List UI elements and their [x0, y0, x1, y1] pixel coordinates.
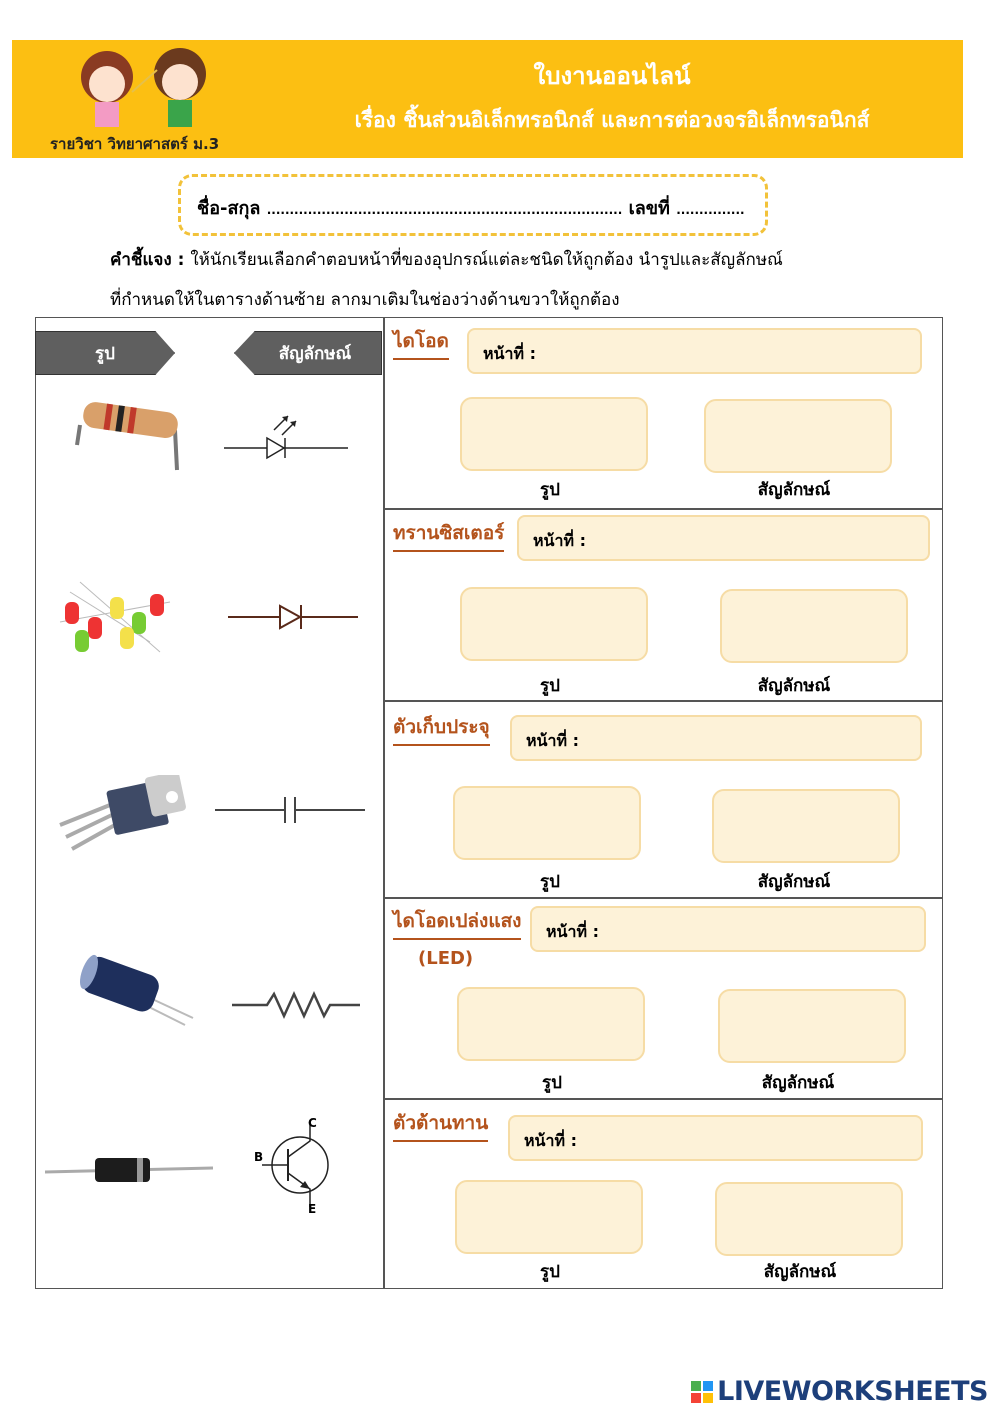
name-box: ชื่อ-สกุล ..............................… — [178, 174, 768, 236]
liveworksheets-logo: LIVEWORKSHEETS — [691, 1376, 988, 1407]
row-divider — [384, 1098, 943, 1100]
worksheet-table — [35, 317, 943, 1289]
picture-dropzone-transistor[interactable] — [460, 587, 648, 661]
picture-label: รูป — [542, 1073, 562, 1093]
section-title-diode: ไดโอด — [393, 326, 449, 360]
picture-label: รูป — [540, 480, 560, 500]
number-field[interactable]: ............... — [676, 203, 745, 217]
picture-label: รูป — [540, 1262, 560, 1282]
emitter-label: E — [308, 1202, 316, 1216]
symbol-label: สัญลักษณ์ — [757, 480, 831, 500]
symbol-dropzone-capacitor[interactable] — [712, 789, 900, 863]
header-banner: รายวิชา วิทยาศาสตร์ ม.3 ใบงานออนไลน์ เรื… — [12, 40, 963, 158]
row-divider — [384, 508, 943, 510]
subject-label: รายวิชา วิทยาศาสตร์ ม.3 — [50, 135, 220, 153]
capacitor-symbol[interactable] — [215, 795, 365, 825]
instructions-heading: คำชี้แจง : — [110, 250, 185, 270]
diode-symbol[interactable] — [228, 600, 358, 634]
symbol-dropzone-transistor[interactable] — [720, 589, 908, 663]
number-label: เลขที่ — [628, 198, 670, 219]
symbol-dropzone-diode[interactable] — [704, 399, 892, 473]
instructions-line-1: คำชี้แจง : ให้นักเรียนเลือกคำตอบหน้าที่ข… — [110, 246, 783, 273]
picture-label: รูป — [540, 676, 560, 696]
instructions-line-2: ที่กำหนดให้ในตารางด้านซ้าย ลากมาเติมในช่… — [110, 290, 620, 310]
led-photo[interactable] — [50, 572, 180, 662]
section-title-led: ไดโอดเปล่งแสง — [393, 906, 522, 940]
picture-dropzone-resistor[interactable] — [455, 1180, 643, 1254]
duty-field-transistor[interactable]: หน้าที่ : — [517, 515, 930, 561]
led-symbol[interactable] — [222, 408, 350, 463]
transistor-symbol[interactable]: C B E — [250, 1113, 340, 1218]
duty-field-diode[interactable]: หน้าที่ : — [467, 328, 922, 374]
section-title-transistor: ทรานซิสเตอร์ — [393, 518, 505, 552]
duty-field-resistor[interactable]: หน้าที่ : — [508, 1115, 923, 1161]
picture-dropzone-diode[interactable] — [460, 397, 648, 471]
symbol-dropzone-resistor[interactable] — [715, 1182, 903, 1256]
diode-photo[interactable] — [45, 1150, 213, 1190]
duty-field-capacitor[interactable]: หน้าที่ : — [510, 715, 922, 761]
symbol-label: สัญลักษณ์ — [763, 1262, 837, 1282]
symbol-dropzone-led[interactable] — [718, 989, 906, 1063]
picture-dropzone-capacitor[interactable] — [453, 786, 641, 860]
transistor-photo[interactable] — [50, 775, 190, 860]
section-title-resistor: ตัวต้านทาน — [393, 1108, 489, 1142]
resistor-photo[interactable] — [65, 395, 190, 475]
symbol-header: สัญลักษณ์ — [234, 331, 382, 375]
instructions-text: ให้นักเรียนเลือกคำตอบหน้าที่ของอุปกรณ์แต… — [190, 250, 783, 270]
worksheet-title: ใบงานออนไลน์ — [533, 62, 691, 90]
kids-illustration-icon — [81, 48, 206, 127]
section-title-capacitor: ตัวเก็บประจุ — [393, 712, 490, 746]
symbol-label: สัญลักษณ์ — [757, 872, 831, 892]
section-subtitle-led: (LED) — [418, 948, 474, 969]
name-label: ชื่อ-สกุล — [197, 198, 261, 219]
liveworksheets-logo-icon — [691, 1380, 714, 1403]
column-divider — [383, 317, 385, 1289]
picture-dropzone-led[interactable] — [457, 987, 645, 1061]
resistor-symbol[interactable] — [232, 990, 360, 1020]
symbol-label: สัญลักษณ์ — [757, 676, 831, 696]
watermark-text: LIVEWORKSHEETS — [717, 1376, 988, 1407]
picture-header: รูป — [35, 331, 175, 375]
collector-label: C — [308, 1116, 317, 1130]
capacitor-photo[interactable] — [75, 950, 200, 1035]
base-label: B — [254, 1150, 263, 1164]
name-field[interactable]: ........................................… — [266, 203, 623, 217]
worksheet-subtitle: เรื่อง ชิ้นส่วนอิเล็กทรอนิกส์ และการต่อว… — [354, 108, 870, 132]
symbol-label: สัญลักษณ์ — [761, 1073, 835, 1093]
duty-field-led[interactable]: หน้าที่ : — [530, 906, 926, 952]
row-divider — [384, 700, 943, 702]
row-divider — [384, 897, 943, 899]
picture-label: รูป — [540, 872, 560, 892]
